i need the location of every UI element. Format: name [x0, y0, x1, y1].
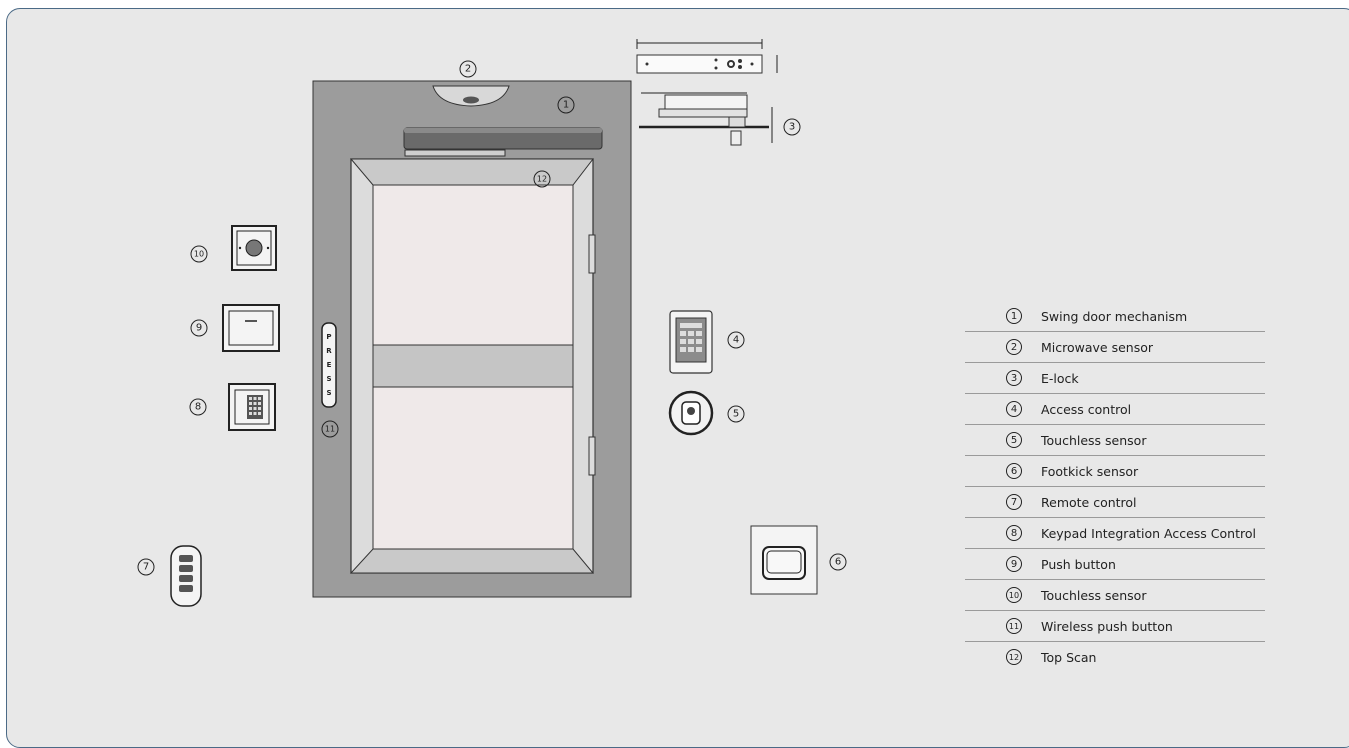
diagram-panel: P R E S S — [6, 8, 1349, 748]
callout-9: 9 — [190, 319, 208, 337]
legend-label: Wireless push button — [1041, 618, 1173, 634]
svg-text:3: 3 — [789, 122, 795, 133]
legend-label: Touchless sensor — [1041, 587, 1147, 603]
legend-item: 12 Top Scan — [965, 642, 1265, 672]
svg-text:10: 10 — [194, 250, 204, 259]
hinge-top — [588, 234, 596, 274]
legend-label: Top Scan — [1041, 649, 1097, 665]
press-letter: S — [326, 375, 331, 383]
legend-label: Swing door mechanism — [1041, 308, 1188, 324]
legend-item: 9 Push button — [965, 549, 1265, 580]
svg-text:5: 5 — [733, 409, 739, 420]
callout-7: 7 — [137, 558, 155, 576]
legend-number: 8 — [1006, 525, 1022, 541]
callout-8: 8 — [189, 398, 207, 416]
callout-6: 6 — [829, 553, 847, 571]
legend-number: 2 — [1006, 339, 1022, 355]
legend-number: 10 — [1006, 587, 1022, 603]
legend-number: 11 — [1006, 618, 1022, 634]
svg-text:9: 9 — [196, 323, 202, 334]
callout-11: 11 — [321, 420, 339, 438]
press-letter: R — [326, 347, 332, 355]
wireless-push-button-icon: P R E S S — [321, 322, 337, 408]
legend-label: Touchless sensor — [1041, 432, 1147, 448]
remote-control-icon — [170, 545, 202, 607]
legend-label: Access control — [1041, 401, 1132, 417]
callout-4: 4 — [727, 331, 745, 349]
push-button-icon — [222, 304, 280, 352]
access-control-keypad-icon — [669, 310, 713, 374]
e-lock-drawing — [636, 39, 778, 146]
legend-item: 8 Keypad Integration Access Control — [965, 518, 1265, 549]
callout-1: 1 — [557, 96, 575, 114]
legend-number: 1 — [1006, 308, 1022, 324]
svg-text:11: 11 — [325, 425, 335, 434]
legend-number: 12 — [1006, 649, 1022, 665]
microwave-sensor-icon — [432, 85, 510, 107]
svg-text:7: 7 — [143, 562, 149, 573]
legend-item: 6 Footkick sensor — [965, 456, 1265, 487]
legend-number: 3 — [1006, 370, 1022, 386]
svg-text:4: 4 — [733, 335, 739, 346]
legend-item: 3 E-lock — [965, 363, 1265, 394]
svg-text:1: 1 — [563, 100, 569, 111]
legend-number: 9 — [1006, 556, 1022, 572]
legend-number: 7 — [1006, 494, 1022, 510]
callout-10: 10 — [190, 245, 208, 263]
press-letter: E — [327, 361, 332, 369]
legend-number: 4 — [1006, 401, 1022, 417]
legend-label: Microwave sensor — [1041, 339, 1154, 355]
svg-text:2: 2 — [465, 64, 471, 75]
legend-item: 2 Microwave sensor — [965, 332, 1265, 363]
press-letter: P — [326, 333, 331, 341]
touchless-sensor-icon — [668, 390, 714, 436]
touchless-sensor-square-icon — [231, 225, 277, 271]
door-stripe — [372, 344, 574, 388]
svg-text:12: 12 — [537, 175, 547, 184]
legend-number: 5 — [1006, 432, 1022, 448]
callout-3: 3 — [783, 118, 801, 136]
legend-label: E-lock — [1041, 370, 1079, 386]
legend-label: Keypad Integration Access Control — [1041, 525, 1256, 541]
legend-item: 4 Access control — [965, 394, 1265, 425]
callout-5: 5 — [727, 405, 745, 423]
legend-label: Remote control — [1041, 494, 1137, 510]
legend-number: 6 — [1006, 463, 1022, 479]
svg-text:8: 8 — [195, 402, 201, 413]
legend-item: 11 Wireless push button — [965, 611, 1265, 642]
callout-12: 12 — [533, 170, 551, 188]
svg-text:6: 6 — [835, 557, 841, 568]
keypad-integration-icon — [228, 383, 276, 431]
door-diagram: P R E S S — [137, 39, 847, 607]
legend-item: 5 Touchless sensor — [965, 425, 1265, 456]
legend-item: 10 Touchless sensor — [965, 580, 1265, 611]
legend-label: Footkick sensor — [1041, 463, 1139, 479]
legend-item: 1 Swing door mechanism — [965, 301, 1265, 332]
legend-item: 7 Remote control — [965, 487, 1265, 518]
press-letter: S — [326, 389, 331, 397]
callout-2: 2 — [459, 60, 477, 78]
hinge-bottom — [588, 436, 596, 476]
footkick-sensor-icon — [750, 525, 818, 595]
legend-label: Push button — [1041, 556, 1116, 572]
